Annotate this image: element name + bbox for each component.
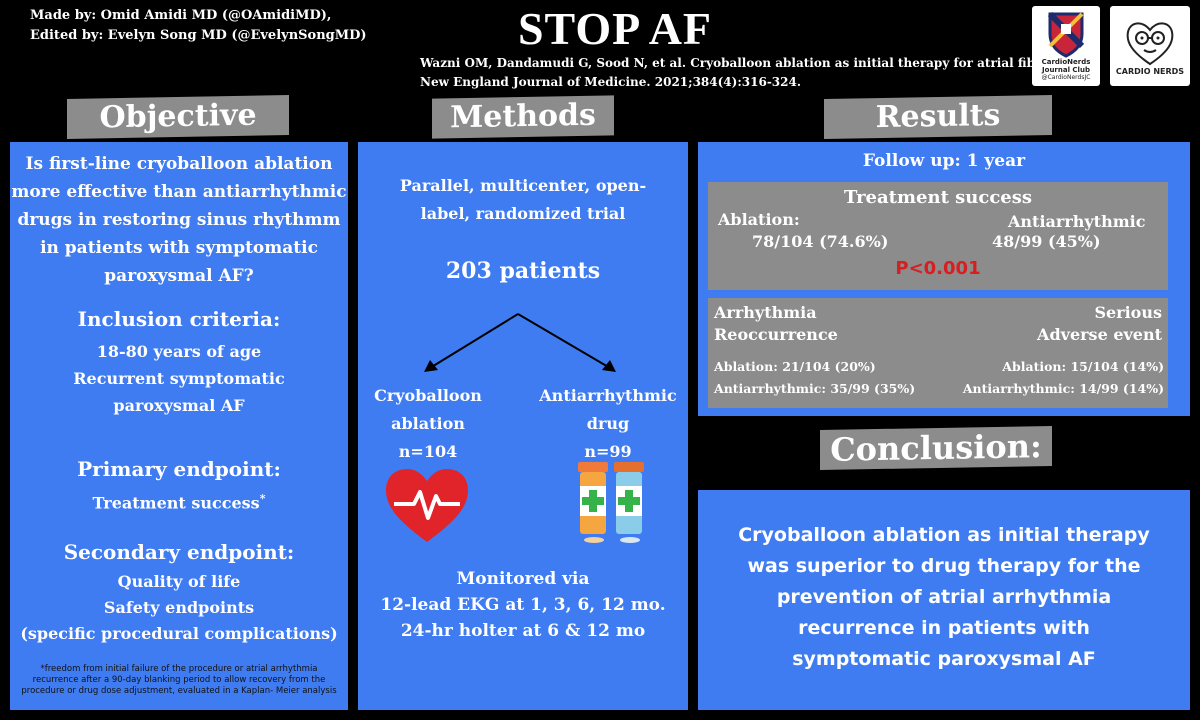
footnote-mark: * [259,492,266,505]
inclusion-item: 18-80 years of age [96,342,262,361]
arrhythmia-heading-line: Arrhythmia [714,303,817,322]
cardionerds-logo: CARDIO NERDS [1110,6,1190,86]
antiarrhythmic-label: Antiarrhythmic [1008,212,1146,231]
footnote-line: recurrence after a 90-day blanking perio… [32,675,326,685]
methods-panel: Parallel, multicenter, open- label, rand… [358,142,688,710]
journal-club-logo-text: CardioNerds Journal Club [1041,58,1091,74]
adverse-heading: Serious Adverse event [1037,302,1162,346]
arr-ablation: Ablation: 21/104 (20%) [714,359,876,374]
results-tab: Results [824,95,1052,139]
question-line: more effective than antiarrhythmic [11,182,347,202]
conclusion-panel: Cryoballoon ablation as initial therapy … [698,490,1190,710]
question-line: in patients with symptomatic [40,238,318,258]
credits: Made by: Omid Amidi MD (@OAmidiMD), Edit… [30,6,367,46]
treatment-success-heading: Treatment success [843,187,1033,208]
monitoring: Monitored via 12-lead EKG at 1, 3, 6, 12… [358,566,688,644]
arm1-line: Cryoballoon [374,386,482,405]
question-line: paroxysmal AF? [104,266,254,286]
methods-tab: Methods [432,95,614,139]
treatment-success-box: Treatment success Ablation: 78/104 (74.6… [708,182,1168,290]
primary-endpoint: Treatment success* [10,487,348,515]
footnote-line: procedure or drug dose adjustment, evalu… [21,686,337,696]
arrhythmia-heading-line: Reoccurrence [714,325,838,344]
design-line: label, randomized trial [420,204,626,223]
conclusion-line: Cryoballoon ablation as initial therapy [738,524,1150,546]
inclusion-item: Recurrent symptomatic [73,369,285,388]
arm2-line: n=99 [584,442,632,461]
journal-club-logo-sub: @CardioNerdsJC [1041,74,1091,81]
journal-club-logo: CardioNerds Journal Club @CardioNerdsJC [1032,6,1100,86]
p-value: P<0.001 [895,258,981,279]
inclusion-list: 18-80 years of age Recurrent symptomatic… [10,338,348,419]
arm1-line: ablation [391,414,465,433]
study-design: Parallel, multicenter, open- label, rand… [358,172,688,228]
objective-panel: Is first-line cryoballoon ablation more … [10,142,348,710]
secondary-results-box: Arrhythmia Reoccurrence Serious Adverse … [708,298,1168,408]
inclusion-heading: Inclusion criteria: [77,307,281,331]
inclusion-item: paroxysmal AF [113,396,245,415]
adverse-results: Ablation: 15/104 (14%) Antiarrhythmic: 1… [963,356,1164,400]
arm1-line: n=104 [398,442,458,461]
adv-antiarrhythmic: Antiarrhythmic: 14/99 (14%) [962,381,1164,396]
shield-icon [1047,11,1085,58]
heart-icon [386,469,468,542]
design-line: Parallel, multicenter, open- [399,176,647,195]
citation-line-1: Wazni OM, Dandamudi G, Sood N, et al. Cr… [420,56,1094,70]
credit-made: Made by: Omid Amidi MD (@OAmidiMD), [30,8,332,23]
page-title: STOP AF [517,3,713,54]
question-line: drugs in restoring sinus rhythmm [17,210,341,230]
patient-count: 203 patients [445,258,601,284]
citation: Wazni OM, Dandamudi G, Sood N, et al. Cr… [420,54,1094,92]
adverse-heading-line: Adverse event [1037,325,1162,344]
objective-question: Is first-line cryoballoon ablation more … [10,150,348,290]
monitor-line: Monitored via [456,569,590,589]
pill-bottles-icon [578,462,644,543]
arm2-line: Antiarrhythmic [539,386,677,405]
arm2-line: drug [586,414,630,433]
results-panel: Follow up: 1 year Treatment success Abla… [698,142,1190,416]
secondary-endpoint-heading: Secondary endpoint: [63,540,295,564]
randomization-arrows [424,313,616,372]
arrhythmia-results: Ablation: 21/104 (20%) Antiarrhythmic: 3… [714,356,915,400]
arm-cryoballoon: Cryoballoon ablation n=104 [358,382,498,466]
arr-antiarrhythmic: Antiarrhythmic: 35/99 (35%) [714,381,916,396]
antiarrhythmic-value: 48/99 (45%) [992,232,1101,251]
adverse-heading-line: Serious [1094,303,1162,322]
secondary-item: Quality of life [117,572,241,591]
conclusion-text: Cryoballoon ablation as initial therapy … [698,520,1190,675]
conclusion-line: was superior to drug therapy for the [747,555,1141,577]
follow-up: Follow up: 1 year [862,151,1026,171]
conclusion-line: recurrence in patients with [798,617,1090,639]
primary-endpoint-heading: Primary endpoint: [77,457,281,481]
nerd-heart-icon [1126,22,1174,66]
credit-edited: Edited by: Evelyn Song MD (@EvelynSongMD… [30,28,367,43]
monitor-line: 24-hr holter at 6 & 12 mo [400,621,646,641]
citation-line-2: New England Journal of Medicine. 2021;38… [420,75,802,89]
footnote-line: *freedom from initial failure of the pro… [40,664,318,674]
primary-endpoint-text: Treatment success [92,493,260,513]
conclusion-line: prevention of atrial arrhythmia [776,586,1112,608]
conclusion-tab: Conclusion: [820,425,1052,471]
monitor-line: 12-lead EKG at 1, 3, 6, 12 mo. [380,595,666,615]
arrhythmia-heading: Arrhythmia Reoccurrence [714,302,838,346]
secondary-item: (specific procedural complications) [20,624,338,643]
ablation-value: 78/104 (74.6%) [752,232,889,251]
cardionerds-logo-text: CARDIO NERDS [1115,67,1185,76]
arm-antiarrhythmic: Antiarrhythmic drug n=99 [530,382,686,466]
ablation-label: Ablation: [718,210,800,229]
objective-tab: Objective [67,95,289,139]
secondary-item: Safety endpoints [103,598,255,617]
adv-ablation: Ablation: 15/104 (14%) [1002,359,1164,374]
question-line: Is first-line cryoballoon ablation [25,154,333,174]
footnote: *freedom from initial failure of the pro… [14,664,344,697]
conclusion-line: symptomatic paroxysmal AF [792,648,1096,670]
secondary-endpoint-list: Quality of life Safety endpoints (specif… [10,569,348,647]
